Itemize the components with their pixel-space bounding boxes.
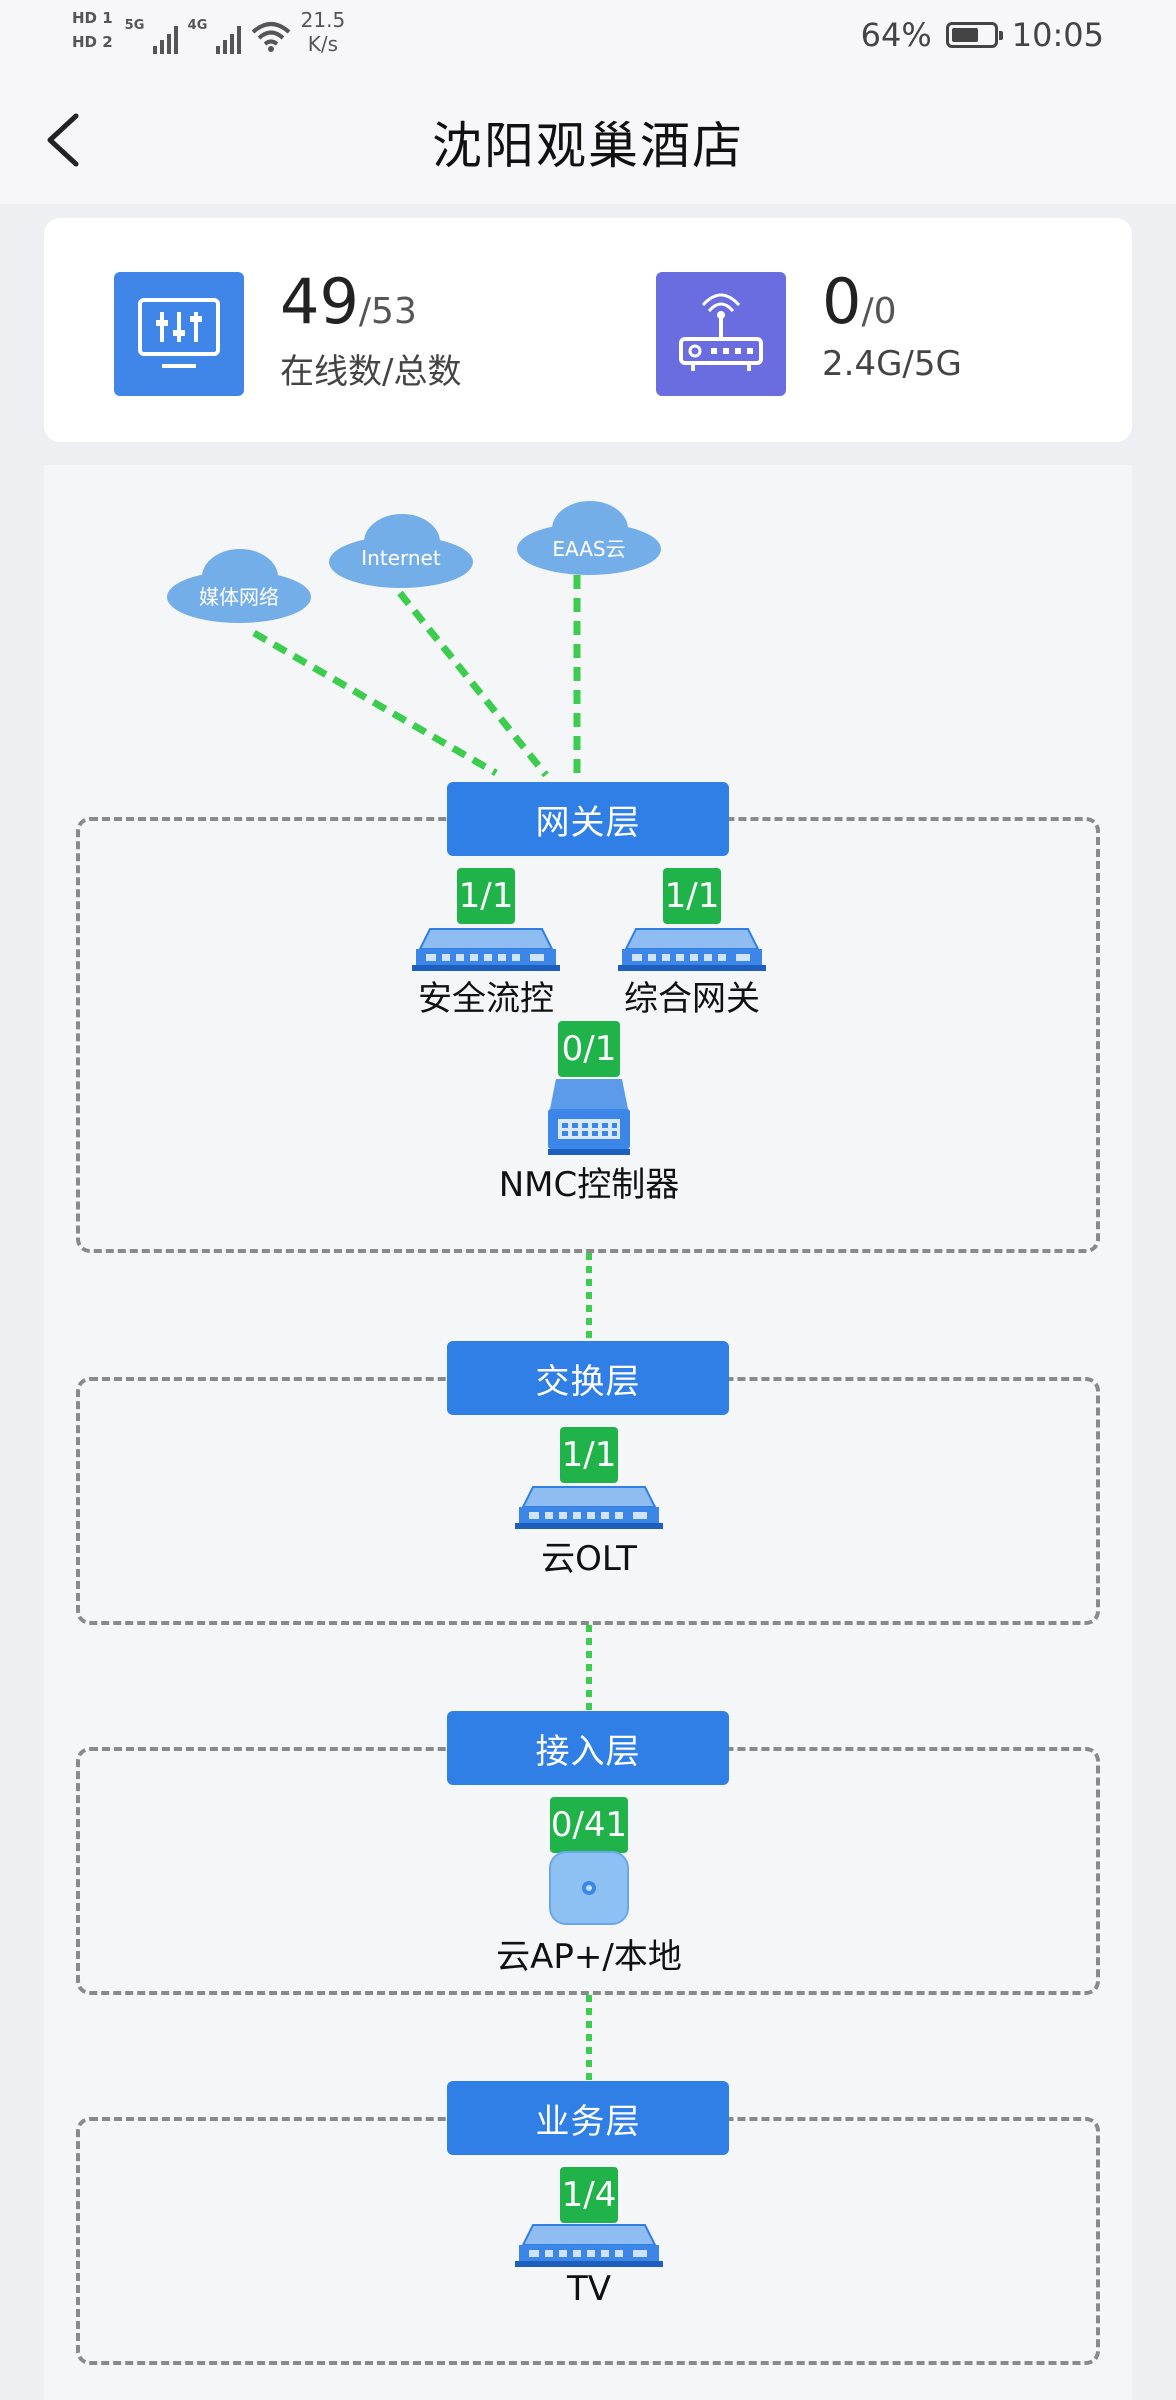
cloud-icon — [329, 514, 473, 588]
signal-4g-icon: 4G — [188, 8, 241, 54]
hd1-indicator: HD 1 — [72, 9, 113, 27]
page-title: 沈阳观巢酒店 — [432, 117, 744, 175]
switch-layer-button[interactable]: 交换层 — [447, 1341, 729, 1415]
tv-badge: 1/4 — [560, 2167, 618, 2223]
olt-badge: 1/1 — [560, 1427, 618, 1483]
tv-device-icon[interactable] — [515, 2221, 663, 2269]
monitor-sliders-icon — [114, 272, 244, 396]
chevron-left-icon — [47, 113, 79, 167]
cloud-internet[interactable]: Internet — [326, 510, 476, 590]
security-label: 安全流控 — [418, 979, 554, 1019]
online-stat[interactable]: 49/53 在线数/总数 — [114, 265, 462, 396]
summary-card: 49/53 在线数/总数 0/0 2.4G/5G — [44, 218, 1132, 442]
signal-5g-icon: 5G — [125, 8, 178, 54]
cloud-icon — [167, 549, 311, 623]
wifi-icon — [251, 22, 290, 52]
network-speed-unit: K/s — [307, 32, 339, 56]
cloud-icon — [517, 501, 661, 575]
olt-label: 云OLT — [541, 1539, 637, 1579]
ap-label: 云AP+/本地 — [496, 1937, 682, 1977]
network-topology: 媒体网络 Internet EAAS云 网关层 1/1 安全流控 1/1 综合网… — [44, 465, 1132, 2400]
gateway-label: 综合网关 — [624, 979, 760, 1019]
signal-5g-label: 5G — [124, 18, 145, 33]
gateway-layer-button[interactable]: 网关层 — [447, 782, 729, 856]
security-badge: 1/1 — [457, 868, 515, 924]
signal-4g-label: 4G — [187, 18, 208, 33]
cloud-eaas[interactable]: EAAS云 — [514, 497, 664, 577]
title-bar: 沈阳观巢酒店 — [0, 76, 1176, 204]
router-icon — [656, 272, 786, 396]
wifi-total: /0 — [861, 291, 897, 332]
cloud-eaas-label: EAAS云 — [552, 537, 626, 561]
hd2-indicator: HD 2 — [72, 33, 113, 51]
battery-percent: 64% — [860, 16, 932, 54]
nmc-controller-icon[interactable] — [546, 1075, 632, 1157]
wifi-stat[interactable]: 0/0 2.4G/5G — [656, 265, 962, 396]
olt-device-icon[interactable] — [515, 1483, 663, 1531]
online-total: /53 — [358, 291, 417, 332]
status-right: 64% 10:05 — [861, 16, 1104, 54]
topology-links — [252, 575, 592, 2083]
tv-label: TV — [566, 2269, 612, 2309]
wifi-count: 0 — [822, 265, 862, 338]
cloud-internet-label: Internet — [361, 546, 441, 570]
status-bar: HD 1 HD 2 5G 4G 21.5 K/s 64% 10:05 — [0, 0, 1176, 76]
access-layer-button[interactable]: 接入层 — [447, 1711, 729, 1785]
cloud-media-label: 媒体网络 — [199, 585, 279, 609]
online-label: 在线数/总数 — [280, 352, 462, 392]
back-button[interactable] — [36, 102, 96, 178]
network-speed-value: 21.5 — [300, 8, 346, 32]
access-point-icon[interactable] — [548, 1850, 630, 1926]
link-media — [252, 629, 498, 777]
network-speed: 21.5 K/s — [301, 8, 346, 56]
ap-badge: 0/41 — [550, 1797, 628, 1853]
gateway-badge: 1/1 — [663, 868, 721, 924]
cloud-media-network[interactable]: 媒体网络 — [164, 545, 314, 625]
nmc-label: NMC控制器 — [498, 1165, 680, 1205]
hd-indicators: HD 1 HD 2 — [70, 8, 115, 52]
firewall-device-icon[interactable] — [412, 925, 560, 973]
status-left: HD 1 HD 2 5G 4G 21.5 K/s — [70, 8, 345, 56]
nmc-badge: 0/1 — [558, 1021, 620, 1077]
link-internet — [397, 590, 549, 778]
online-count: 49 — [280, 265, 359, 338]
service-layer-button[interactable]: 业务层 — [447, 2081, 729, 2155]
gateway-device-icon[interactable] — [618, 925, 766, 973]
wifi-label: 2.4G/5G — [822, 344, 962, 384]
battery-icon — [945, 22, 1003, 48]
clock: 10:05 — [1011, 16, 1104, 54]
